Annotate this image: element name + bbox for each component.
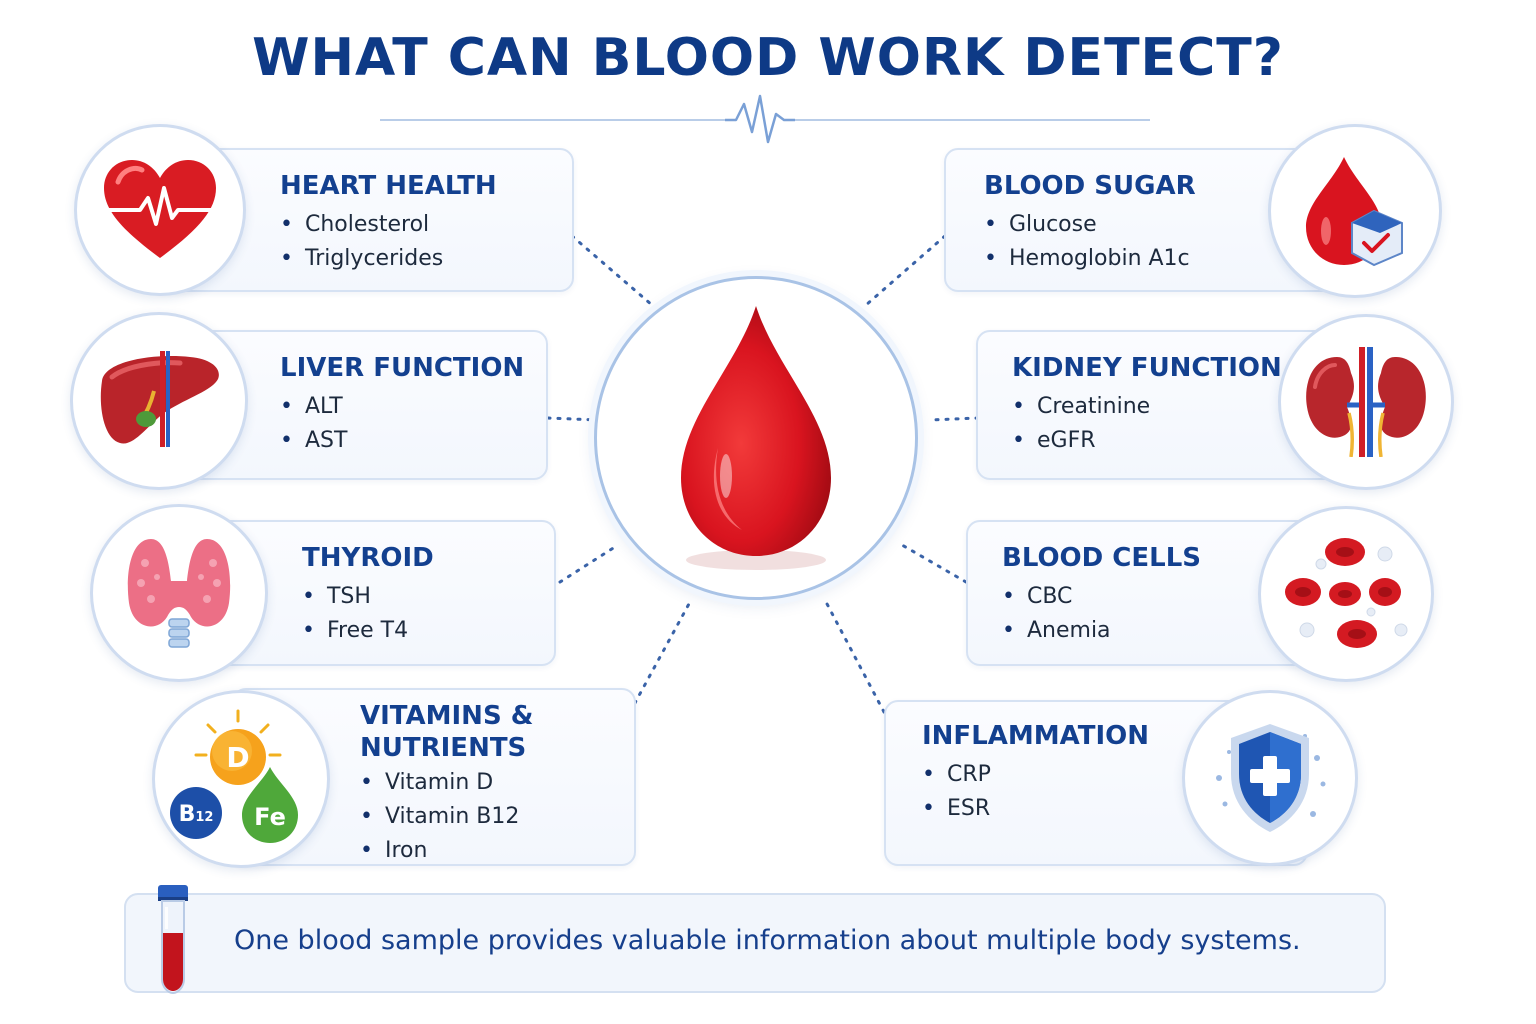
category-item: CRP (922, 758, 1149, 792)
category-title: VITAMINS & NUTRIENTS (360, 701, 534, 763)
kidney-icon-circle (1278, 314, 1454, 490)
blood-sugar-icon-circle (1268, 124, 1442, 298)
category-item: Iron (360, 834, 600, 868)
category-item: Triglycerides (280, 242, 497, 276)
kidneys-icon (1306, 347, 1426, 457)
category-item: TSH (302, 580, 434, 614)
blood-cells-icon-circle (1258, 506, 1434, 682)
category-item: Vitamin D (360, 766, 600, 800)
category-item: Free T4 (302, 614, 434, 648)
blood-drop-icon (681, 306, 831, 570)
ekg-line-icon (380, 94, 1150, 144)
category-title: KIDNEY FUNCTION (1012, 353, 1282, 383)
blood-cells-icon (1285, 538, 1408, 648)
liver-icon (100, 351, 219, 447)
category-title: BLOOD CELLS (1002, 543, 1201, 573)
test-tube-icon (158, 885, 188, 995)
vitamin-12-label: 12 (195, 810, 213, 825)
heart-pulse-icon (104, 160, 216, 258)
vitamin-b-label: B (179, 802, 196, 827)
heart-icon-circle (74, 124, 246, 296)
category-item: CBC (1002, 580, 1201, 614)
category-item: Glucose (984, 208, 1196, 242)
category-item: AST (280, 424, 524, 458)
category-title: INFLAMMATION (922, 721, 1150, 751)
blood-drop-check-icon (1306, 157, 1403, 267)
vitamin-b12-badge: B12 (179, 802, 214, 827)
footer-text: One blood sample provides valuable infor… (234, 925, 1301, 956)
category-title: HEART HEALTH (280, 171, 497, 201)
category-item: Vitamin B12 (360, 800, 600, 834)
footer-banner: One blood sample provides valuable infor… (124, 885, 1386, 995)
shield-cross-icon (1216, 724, 1326, 832)
category-title: BLOOD SUGAR (984, 171, 1196, 201)
category-title: THYROID (302, 543, 434, 573)
category-item: Hemoglobin A1c (984, 242, 1196, 276)
category-item: eGFR (1012, 424, 1282, 458)
page-title: WHAT CAN BLOOD WORK DETECT? (252, 28, 1284, 88)
thyroid-icon (127, 539, 231, 648)
vitamin-d-badge: D (226, 741, 249, 774)
category-item: ALT (280, 390, 524, 424)
vitamins-icon-circle: D B12 Fe (152, 690, 330, 868)
iron-badge: Fe (254, 803, 286, 831)
liver-icon-circle (70, 312, 248, 490)
category-title: LIVER FUNCTION (280, 353, 525, 383)
category-item: ESR (922, 792, 1149, 826)
category-item: Anemia (1002, 614, 1201, 648)
thyroid-icon-circle (90, 504, 268, 682)
central-blood-drop (594, 276, 918, 600)
category-item: Creatinine (1012, 390, 1282, 424)
inflammation-icon-circle (1182, 690, 1358, 866)
vitamins-icon: D B12 Fe (170, 709, 298, 843)
category-item: Cholesterol (280, 208, 497, 242)
